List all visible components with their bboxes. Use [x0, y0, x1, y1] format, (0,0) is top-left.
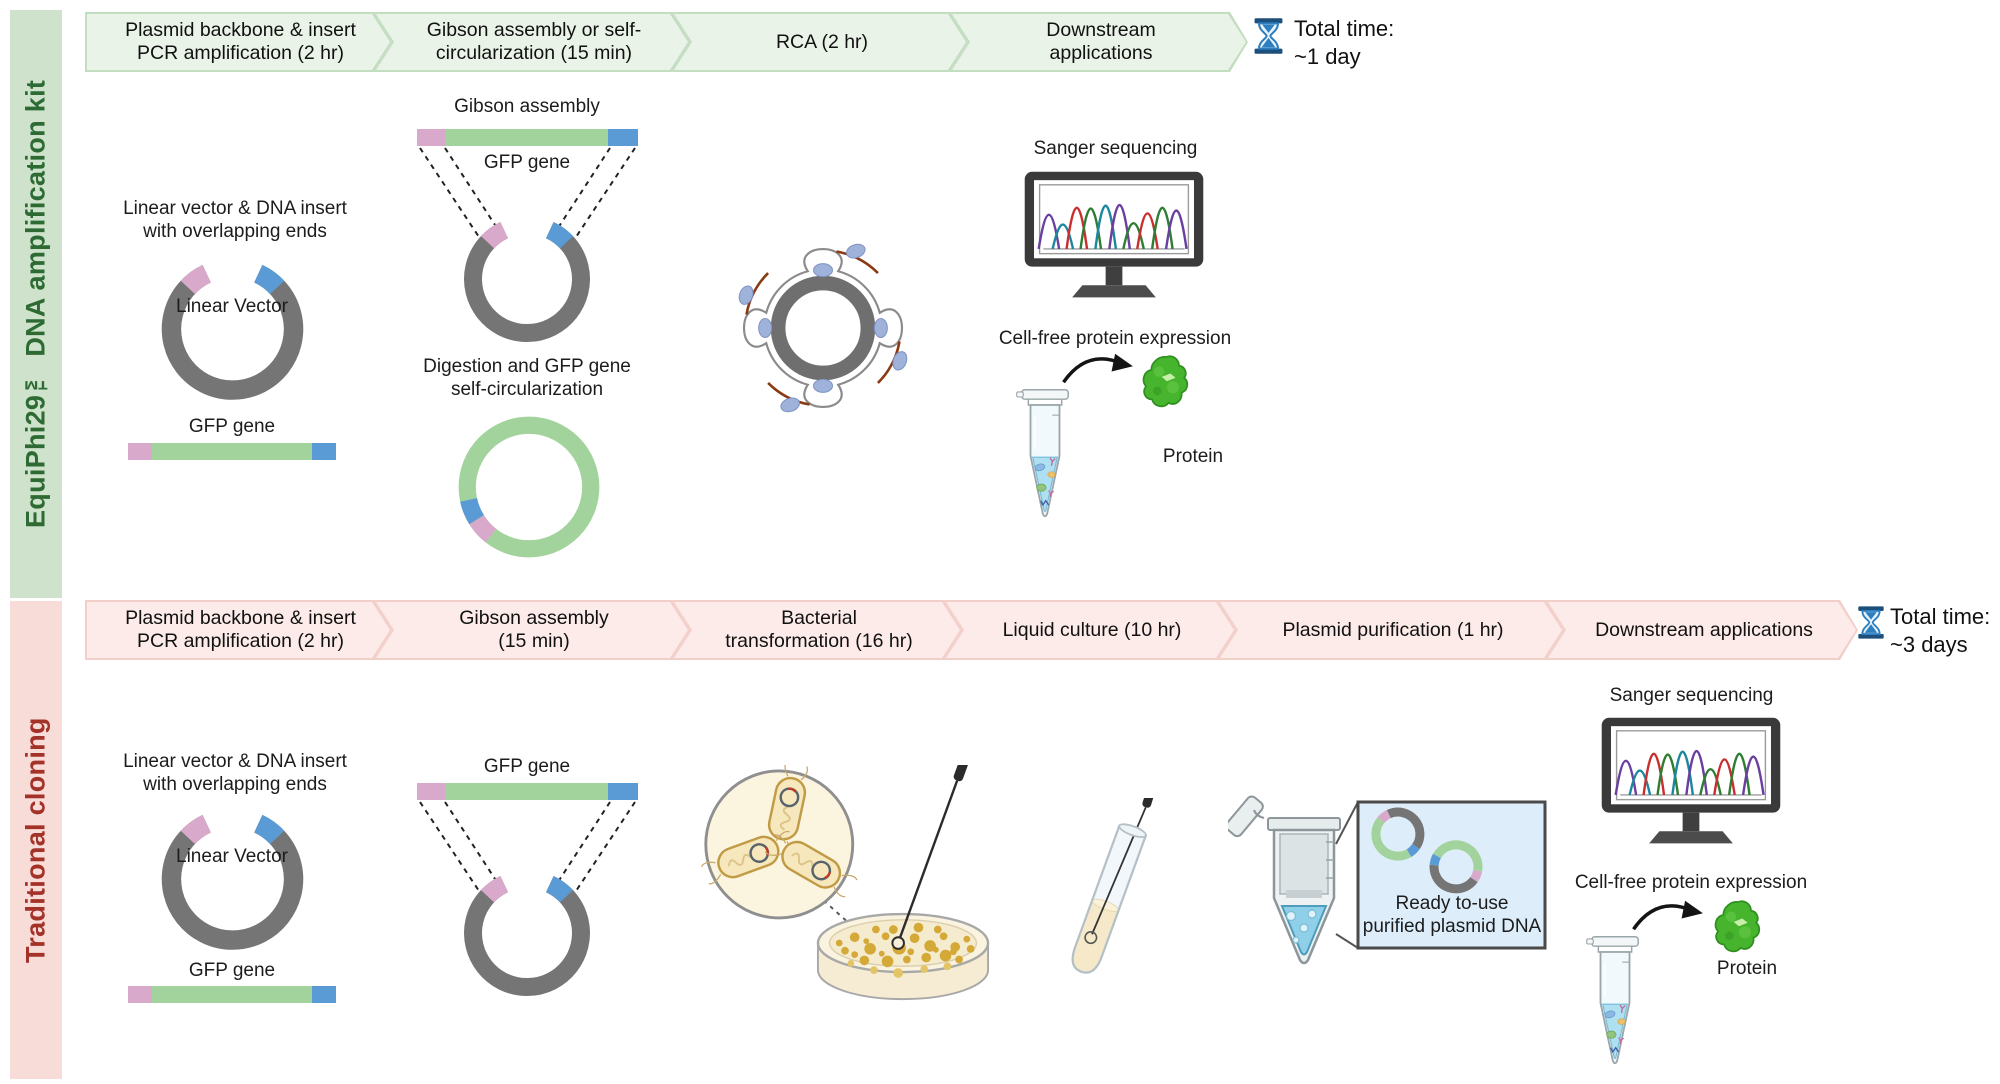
inoculation-loop	[897, 780, 959, 941]
step-label: RCA (2 hr)	[775, 30, 869, 53]
equiphi-total-time: Total time: ~1 day	[1294, 15, 1394, 70]
linear-vector-title: Linear vector & DNA insert with overlapp…	[123, 198, 347, 242]
sanger-title: Sanger sequencing	[1033, 138, 1198, 159]
gfp-gene-bar	[128, 986, 336, 1003]
trad-step-liquid-culture: Liquid culture (10 hr)	[944, 600, 1236, 660]
cellfree-title: Cell-free protein expression	[998, 328, 1232, 349]
linear-vector-label: Linear Vector	[176, 296, 288, 317]
step-label: Plasmid purification (1 hr)	[1282, 618, 1504, 641]
equiphi-step-gibson: Gibson assembly or self- circularization…	[374, 12, 690, 72]
total-time-value: ~3 days	[1890, 631, 1968, 657]
hourglass-icon	[1857, 605, 1885, 640]
step-label: Downstream applications	[1595, 618, 1813, 641]
plasmid-purification-illustration	[1228, 795, 1547, 965]
equiphi-sidebar: EquiPhi29™ DNA amplification kit	[10, 10, 62, 598]
hourglass-icon	[1253, 17, 1284, 55]
step-label: Bacterial transformation (16 hr)	[725, 607, 913, 652]
culture-tube-illustration	[1071, 798, 1156, 974]
equiphi-sidebar-label: EquiPhi29™ DNA amplification kit	[20, 79, 51, 529]
gfp-bar-blue-end	[312, 986, 336, 1003]
gibson-assembly-illustration	[415, 781, 640, 1001]
total-time-value: ~1 day	[1294, 43, 1361, 69]
colonies-light	[847, 959, 952, 978]
step-label: Gibson assembly or self- circularization…	[426, 19, 642, 64]
gfp-gene-bar	[128, 443, 336, 460]
protein-label: Protein	[1162, 446, 1224, 467]
rca-illustration	[728, 233, 918, 423]
gfp-gene-label: GFP gene	[188, 960, 276, 981]
gfp-bar-green-body	[152, 986, 312, 1003]
gfp-bar-green-body	[152, 443, 312, 460]
protein-label: Protein	[1716, 958, 1778, 979]
step-label: Plasmid backbone & insert PCR amplificat…	[125, 607, 356, 652]
equiphi-step-rca: RCA (2 hr)	[672, 12, 968, 72]
trad-step-purification: Plasmid purification (1 hr)	[1218, 600, 1564, 660]
reaction-tube-illustration	[1016, 388, 1070, 518]
curved-arrow-icon	[1061, 351, 1135, 385]
petri-dish-illustration	[700, 765, 990, 1001]
traditional-sidebar-label: Traditional cloning	[20, 717, 51, 963]
gibson-title: Gibson assembly	[454, 96, 600, 117]
gfp-gene-label: GFP gene	[188, 416, 276, 437]
trad-step-transformation: Bacterial transformation (16 hr)	[672, 600, 962, 660]
tube-lid	[1228, 795, 1264, 838]
trad-step-pcr: Plasmid backbone & insert PCR amplificat…	[85, 600, 392, 660]
circularized-gfp-plasmid-illustration	[448, 404, 610, 566]
step-label: Liquid culture (10 hr)	[1002, 618, 1182, 641]
reaction-tube-illustration	[1586, 935, 1640, 1065]
sanger-monitor-illustration	[1023, 170, 1205, 299]
sanger-monitor-illustration	[1600, 716, 1782, 845]
protein-blob-illustration	[1142, 355, 1189, 408]
sanger-title: Sanger sequencing	[1609, 685, 1774, 706]
curved-arrow-icon	[1631, 898, 1705, 932]
equiphi-step-downstream: Downstream applications	[950, 12, 1248, 72]
linear-vector-illustration	[140, 803, 325, 956]
equiphi-step-pcr: Plasmid backbone & insert PCR amplificat…	[85, 12, 392, 72]
step-label: Gibson assembly (15 min)	[459, 607, 609, 652]
linear-vector-illustration	[140, 253, 325, 406]
traditional-total-time: Total time: ~3 days	[1890, 603, 1990, 658]
trad-step-gibson: Gibson assembly (15 min)	[374, 600, 690, 660]
gibson-gfp-label: GFP gene	[483, 152, 571, 173]
linear-vector-label: Linear Vector	[176, 846, 288, 867]
digestion-title: Digestion and GFP gene self-circularizat…	[423, 356, 631, 400]
total-time-label: Total time:	[1294, 16, 1395, 41]
gfp-bar-blue-end	[312, 443, 336, 460]
linear-vector-title: Linear vector & DNA insert with overlapp…	[123, 751, 347, 795]
step-label: Plasmid backbone & insert PCR amplificat…	[125, 19, 356, 64]
cellfree-title: Cell-free protein expression	[1574, 872, 1808, 893]
gfp-bar-pink-end	[128, 443, 152, 460]
ready-plasmid-callout-box	[1356, 800, 1547, 950]
total-time-label: Total time:	[1890, 604, 1991, 629]
ready-plasmid-label: Ready to-use purified plasmid DNA	[1362, 893, 1542, 937]
traditional-sidebar: Traditional cloning	[10, 601, 62, 1079]
gfp-bar-pink-end	[128, 986, 152, 1003]
protein-blob-illustration	[1714, 900, 1761, 953]
trad-step-downstream: Downstream applications	[1546, 600, 1858, 660]
gibson-gfp-label: GFP gene	[483, 756, 571, 777]
step-label: Downstream applications	[1046, 19, 1156, 64]
